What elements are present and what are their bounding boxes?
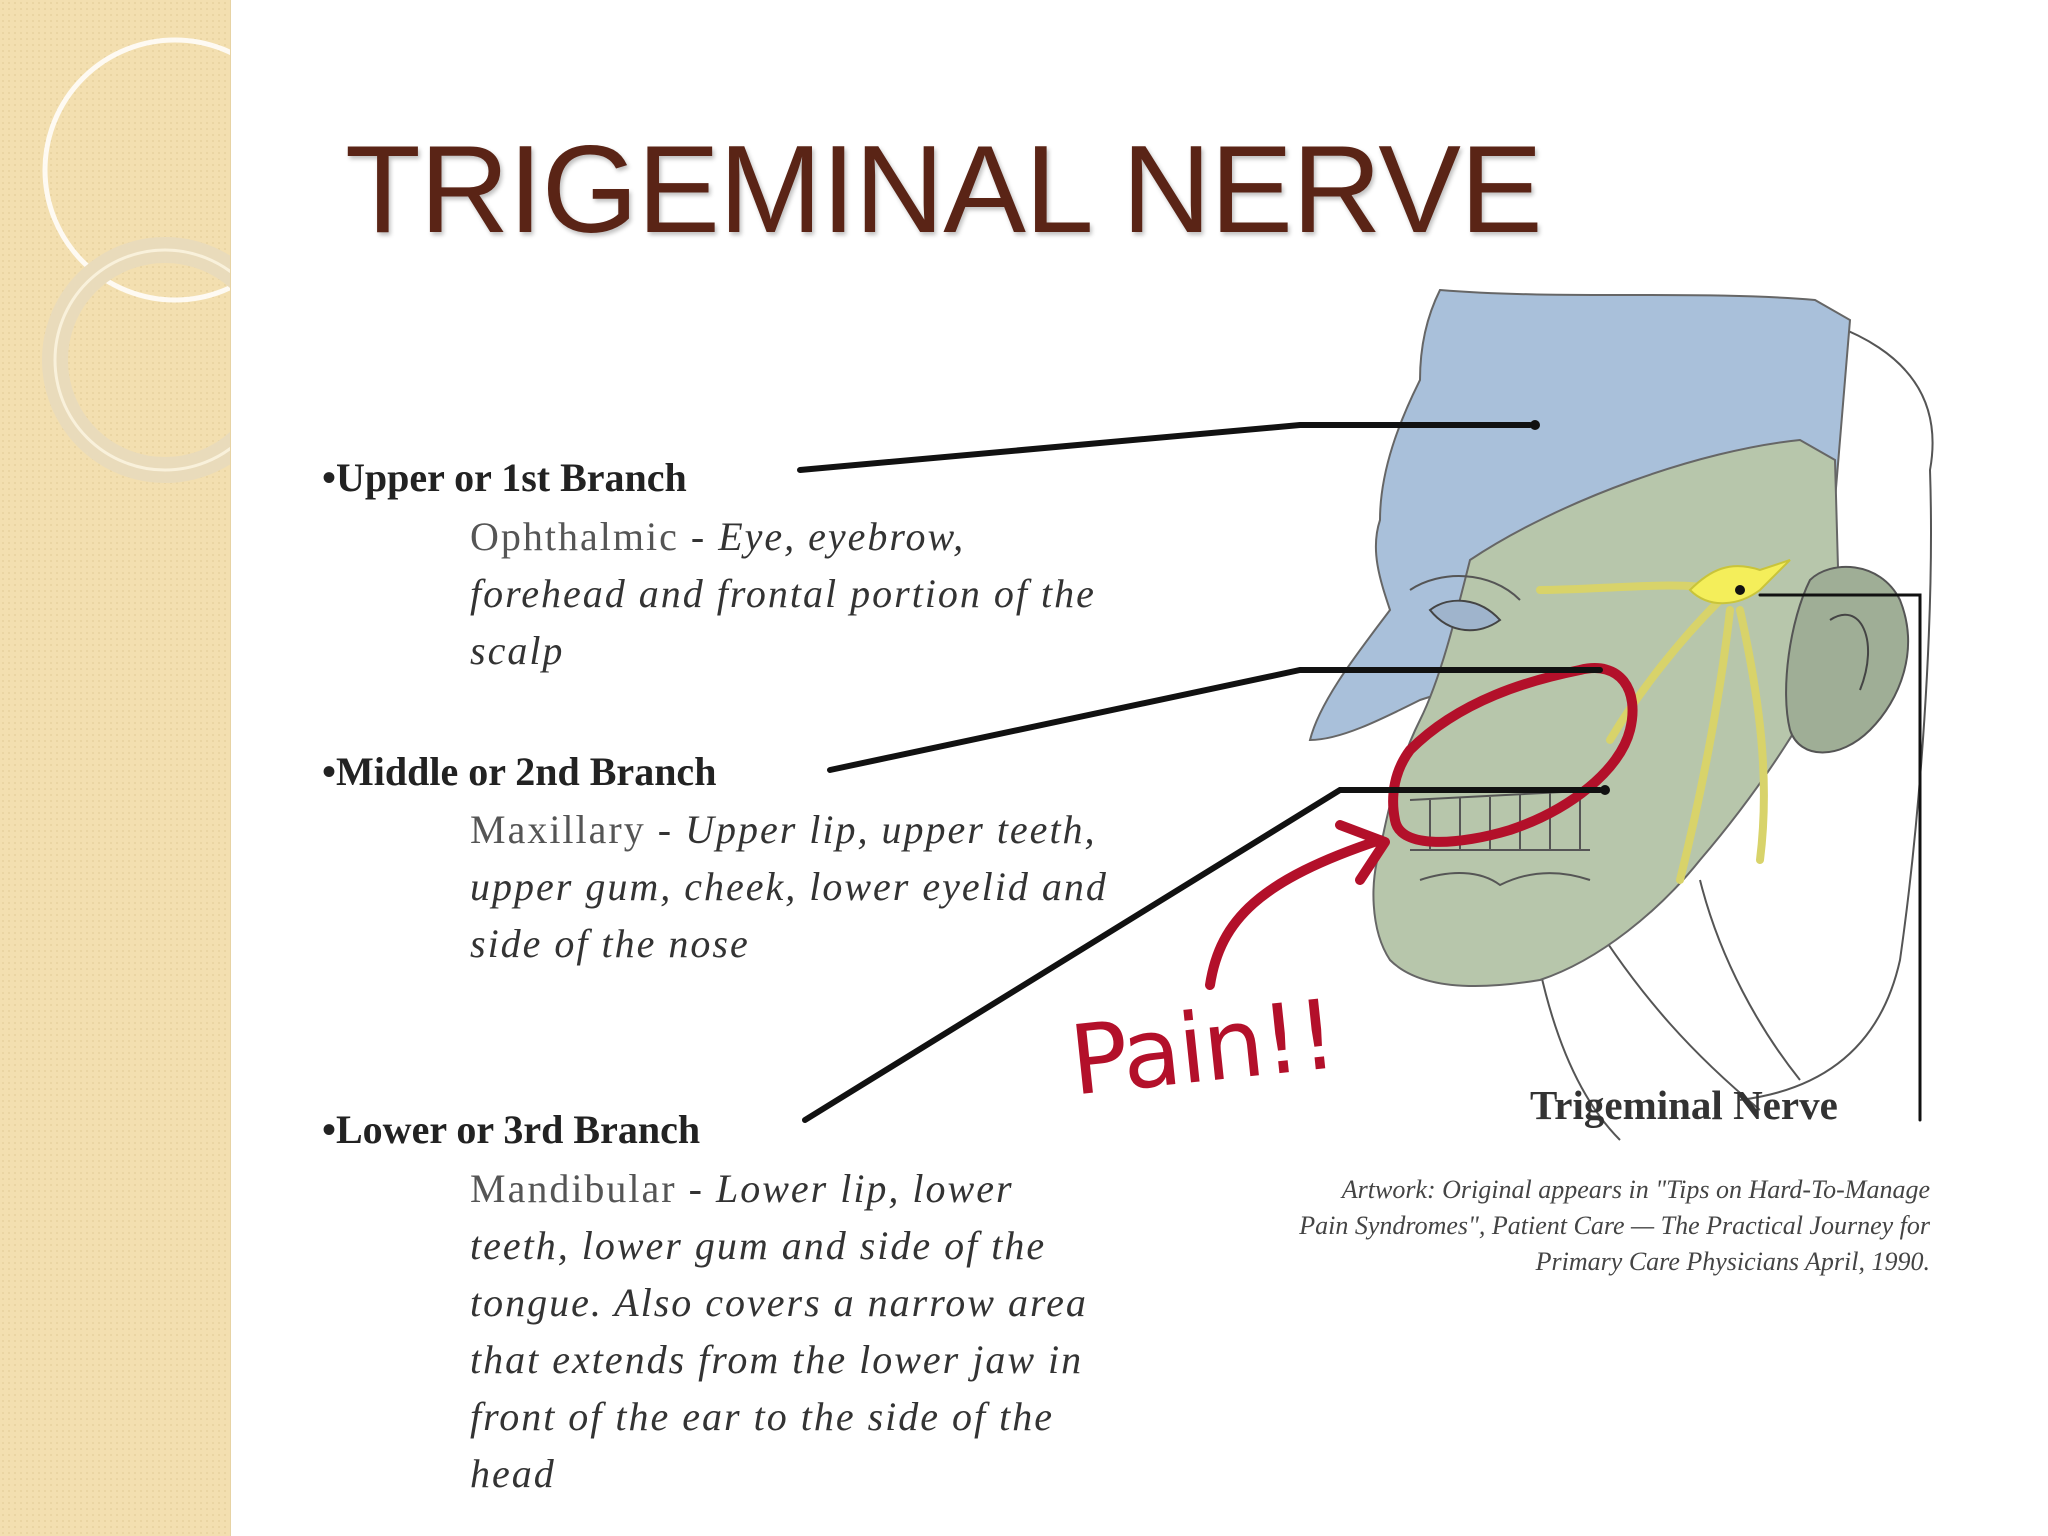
decorative-circles	[42, 37, 230, 483]
eye	[1428, 599, 1502, 632]
artwork-credit: Artwork: Original appears in "Tips on Ha…	[1150, 1172, 1930, 1280]
pain-area-outline	[1388, 663, 1638, 847]
credit-line: Primary Care Physicians April, 1990.	[1535, 1247, 1930, 1276]
pain-annotation: Pain!!	[1064, 978, 1341, 1118]
leader-lines	[797, 422, 1922, 1123]
branch-coverage: Lower lip, lower teeth, lower gum and si…	[470, 1166, 1088, 1496]
branch-heading-middle: •Middle or 2nd Branch	[322, 749, 717, 794]
credit-line: Pain Syndromes", Patient Care — The Prac…	[1299, 1211, 1930, 1240]
branch-name: Mandibular	[470, 1166, 677, 1211]
credit-line: Artwork: Original appears in "Tips on Ha…	[1341, 1175, 1930, 1204]
pain-arrow	[1205, 820, 1390, 990]
branch-description-middle: Maxillary - Upper lip, upper teeth, uppe…	[470, 807, 1108, 966]
diagram-caption: Trigeminal Nerve	[1530, 1082, 1838, 1128]
decorative-sidebar	[0, 0, 231, 1536]
slide-title: TRIGEMINAL NERVE	[345, 121, 1543, 259]
trigeminal-ganglion	[1688, 559, 1791, 605]
branch-description-lower: Mandibular - Lower lip, lower teeth, low…	[470, 1166, 1088, 1496]
branch-coverage: Upper lip, upper teeth, upper gum, cheek…	[470, 807, 1108, 966]
branch-heading-upper: •Upper or 1st Branch	[322, 455, 687, 500]
branch-coverage: Eye, eyebrow, forehead and frontal porti…	[470, 514, 1096, 673]
teeth	[1409, 789, 1601, 887]
ear	[1785, 565, 1909, 754]
branch-name: Maxillary	[470, 807, 646, 852]
branch-name: Ophthalmic	[470, 514, 679, 559]
branch-heading-lower: •Lower or 3rd Branch	[322, 1107, 701, 1152]
branch-description-upper: Ophthalmic - Eye, eyebrow, forehead and …	[470, 514, 1096, 673]
